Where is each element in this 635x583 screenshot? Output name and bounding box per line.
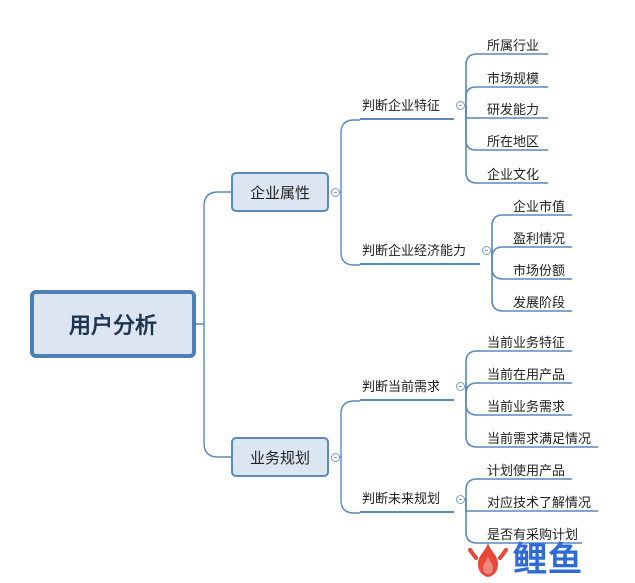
- leaf-item[interactable]: 发展阶段: [513, 296, 566, 311]
- topic-enterprise-economic-ability[interactable]: 判断企业经济能力: [360, 244, 480, 265]
- collapse-toggle-icon[interactable]: [456, 495, 465, 504]
- leaf-item[interactable]: 企业市值: [513, 200, 566, 215]
- leaf-item[interactable]: 盈利情况: [513, 232, 566, 247]
- leaf-item[interactable]: 是否有采购计划: [487, 528, 579, 543]
- topic-future-plan[interactable]: 判断未来规划: [360, 492, 454, 513]
- watermark-logo: 鲤鱼: [466, 538, 583, 582]
- flame-icon: [468, 543, 508, 577]
- leaf-item[interactable]: 当前业务需求: [487, 400, 566, 415]
- leaf-item[interactable]: 对应技术了解情况: [487, 496, 592, 511]
- collapse-toggle-icon[interactable]: [456, 101, 465, 110]
- leaf-item[interactable]: 市场规模: [487, 72, 540, 87]
- watermark-text: 鲤鱼: [513, 540, 583, 580]
- leaf-item[interactable]: 当前需求满足情况: [487, 432, 592, 447]
- collapse-toggle-icon[interactable]: [482, 246, 491, 255]
- leaf-item[interactable]: 计划使用产品: [487, 464, 566, 479]
- leaf-item[interactable]: 当前业务特征: [487, 336, 566, 351]
- topic-enterprise-features[interactable]: 判断企业特征: [360, 99, 454, 120]
- collapse-toggle-icon[interactable]: [456, 382, 465, 391]
- leaf-item[interactable]: 所属行业: [487, 39, 540, 54]
- leaf-item[interactable]: 当前在用产品: [487, 368, 566, 383]
- branch-enterprise-attributes[interactable]: 企业属性: [231, 172, 329, 212]
- topic-current-demand[interactable]: 判断当前需求: [360, 380, 454, 401]
- collapse-toggle-icon[interactable]: [331, 453, 340, 462]
- leaf-item[interactable]: 所在地区: [487, 135, 540, 150]
- leaf-item[interactable]: 研发能力: [487, 103, 540, 118]
- branch-business-planning[interactable]: 业务规划: [231, 437, 329, 477]
- root-node[interactable]: 用户分析: [30, 290, 196, 358]
- leaf-item[interactable]: 市场份额: [513, 264, 566, 279]
- collapse-toggle-icon[interactable]: [331, 188, 340, 197]
- leaf-item[interactable]: 企业文化: [487, 168, 540, 183]
